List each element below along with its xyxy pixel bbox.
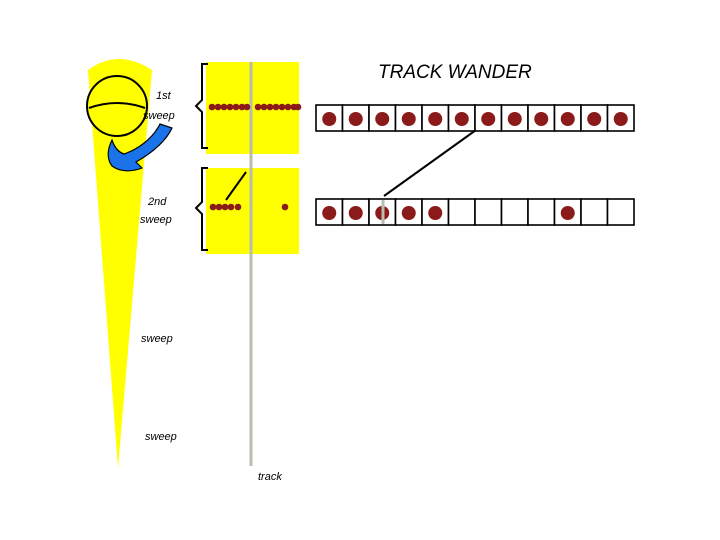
zoom-connector-line — [384, 130, 476, 196]
cluster-dot — [210, 204, 217, 211]
sweep4-label: sweep — [145, 431, 177, 444]
range-cell — [475, 199, 502, 225]
target-dot — [322, 112, 336, 126]
cluster-dot — [273, 104, 280, 111]
target-dot — [375, 112, 389, 126]
range-cell — [502, 199, 529, 225]
cluster-dot — [285, 104, 292, 111]
sweep1-label-line2: sweep — [143, 110, 175, 123]
sweep2-label-line1: 2nd — [148, 196, 166, 209]
target-dot — [481, 112, 495, 126]
cluster-dot — [255, 104, 262, 111]
track-label: track — [258, 471, 282, 484]
diagram-title: TRACK WANDER — [378, 62, 532, 84]
sweep3-label: sweep — [141, 333, 173, 346]
target-dot — [349, 206, 363, 220]
cluster-dot — [233, 104, 240, 111]
target-dot — [561, 206, 575, 220]
cluster-dot — [216, 204, 223, 211]
target-dot — [428, 112, 442, 126]
sweep2-label-line2: sweep — [140, 214, 172, 227]
cluster-dot — [261, 104, 268, 111]
target-dot — [561, 112, 575, 126]
target-dot — [508, 112, 522, 126]
sweep1-label-line1: 1st — [156, 90, 171, 103]
cluster-dot — [221, 104, 228, 111]
cluster-dot — [279, 104, 286, 111]
target-dot — [349, 112, 363, 126]
cluster-dot — [215, 104, 222, 111]
target-dot — [614, 112, 628, 126]
cluster-dot — [282, 204, 289, 211]
target-dot — [455, 112, 469, 126]
cluster-dot — [222, 204, 229, 211]
target-dot — [402, 206, 416, 220]
sweep2-cell-row — [316, 199, 634, 225]
sweep1-cell-row — [316, 105, 634, 131]
target-dot — [587, 112, 601, 126]
target-dot — [322, 206, 336, 220]
cluster-dot — [295, 104, 302, 111]
cluster-dot — [227, 104, 234, 111]
cluster-dot — [228, 204, 235, 211]
target-dot — [534, 112, 548, 126]
range-cell — [528, 199, 555, 225]
cluster-dot — [235, 204, 242, 211]
target-dot — [428, 206, 442, 220]
range-cell — [449, 199, 476, 225]
range-cell — [608, 199, 635, 225]
range-cell — [581, 199, 608, 225]
cluster-dot — [209, 104, 216, 111]
cluster-dot — [267, 104, 274, 111]
target-dot — [402, 112, 416, 126]
cluster-dot — [244, 104, 251, 111]
